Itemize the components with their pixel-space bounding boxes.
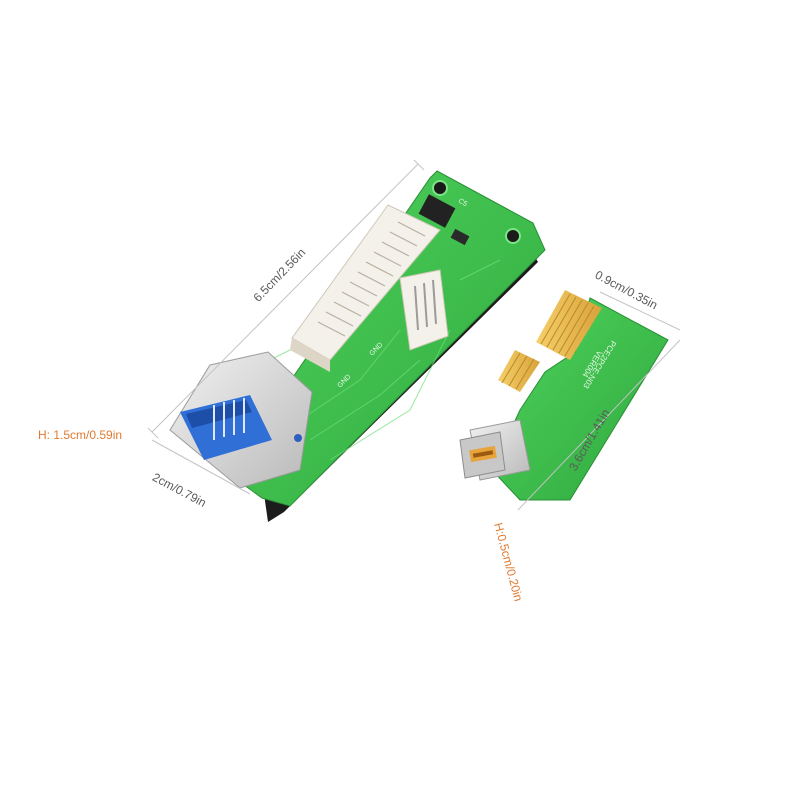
height-label-large: H: 1.5cm/0.59in: [38, 428, 123, 442]
dimension-lines: [147, 159, 681, 511]
pcie-slot: [290, 204, 441, 372]
regulator-chip: [418, 194, 456, 228]
gold-fingers: [498, 350, 540, 392]
power-connector: [399, 269, 449, 351]
capacitor: [450, 228, 470, 246]
screw: [294, 434, 302, 442]
mounting-hole: [432, 180, 448, 196]
small-adapter-card: PCE2PCE-N03 VER004: [459, 290, 669, 501]
mounting-hole: [505, 228, 521, 244]
mini-usb-port: [459, 419, 531, 481]
usb3-port: [169, 351, 313, 489]
large-board-cap-label: C5: [457, 198, 468, 209]
large-adapter-board: GND GND C5: [169, 170, 546, 522]
gold-finger-lines: [540, 293, 595, 357]
